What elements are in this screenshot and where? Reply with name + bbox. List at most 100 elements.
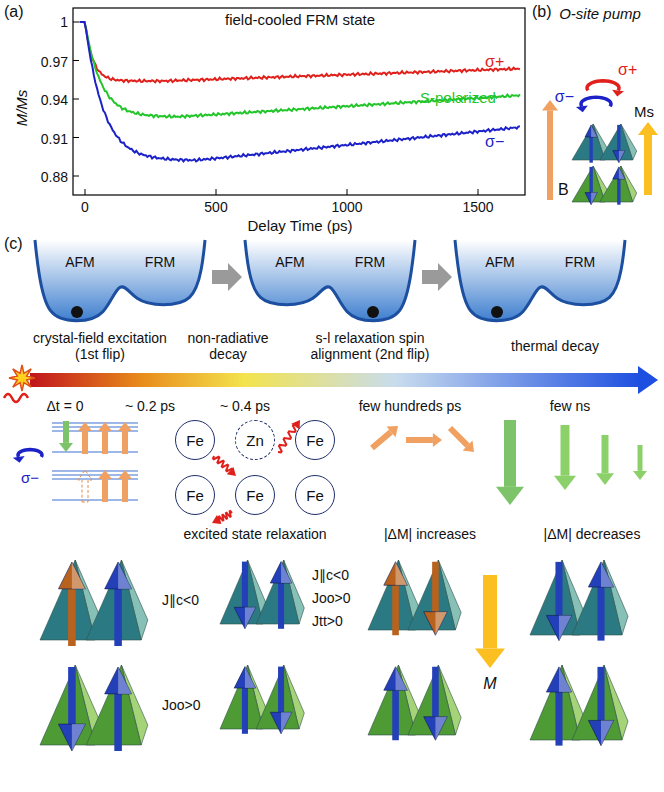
spin-head bbox=[613, 167, 625, 179]
spin-head-shade bbox=[72, 724, 85, 751]
arrow-head bbox=[496, 487, 524, 505]
arrow-shaft bbox=[547, 110, 553, 200]
spin-head bbox=[270, 712, 292, 734]
arrow-shaft bbox=[602, 435, 609, 473]
pump-flash bbox=[9, 365, 35, 391]
spin-head bbox=[588, 720, 613, 745]
figure-label: 1500 bbox=[462, 199, 493, 215]
figure-label: σ− bbox=[555, 88, 574, 106]
tetra-face bbox=[256, 560, 299, 624]
tetra-face bbox=[220, 665, 263, 729]
y-tick bbox=[73, 60, 79, 61]
x-tick bbox=[478, 189, 479, 195]
arrow-shaft bbox=[483, 575, 497, 649]
spin-head-shade bbox=[118, 667, 131, 694]
figure-label: σ+ bbox=[485, 53, 504, 71]
spin-arrow bbox=[555, 692, 562, 746]
figure-label: 0.91 bbox=[41, 131, 68, 147]
ion-label: Fe bbox=[306, 487, 324, 504]
spin-head bbox=[234, 667, 256, 689]
figure-label: non-radiative decay bbox=[181, 330, 276, 362]
ion-label: Fe bbox=[186, 487, 204, 504]
figure-label: Ms bbox=[634, 103, 654, 120]
figure-label: ~ 0.4 ps bbox=[220, 398, 270, 414]
y-tick bbox=[73, 176, 79, 177]
figure-label: (a) bbox=[4, 3, 24, 21]
polarization-head bbox=[612, 90, 624, 97]
x-tick bbox=[347, 189, 348, 195]
ion-site: Fe bbox=[295, 420, 335, 460]
arrow-shaft bbox=[644, 135, 652, 195]
figure-label: few hundreds ps bbox=[359, 398, 462, 414]
tetra-face bbox=[40, 560, 95, 640]
state-ball bbox=[491, 306, 503, 318]
arrow-shaft bbox=[63, 421, 69, 443]
figure-label: 0 bbox=[81, 199, 89, 215]
arrow-head bbox=[118, 470, 132, 479]
spin-arrow bbox=[278, 583, 284, 629]
figure-label: B bbox=[558, 181, 569, 199]
tetra-face bbox=[530, 665, 580, 740]
figure-label: Jtt>0 bbox=[312, 613, 343, 629]
spin-head-shade bbox=[591, 193, 597, 205]
figure-label: O-site pump bbox=[559, 5, 641, 22]
figure-label: AFM bbox=[275, 254, 305, 270]
potential-well bbox=[35, 240, 205, 321]
spin-head-shade bbox=[118, 562, 131, 589]
figure-label: s-l relaxation spin alignment (2nd flip) bbox=[285, 330, 455, 362]
ion-label: Fe bbox=[306, 432, 324, 449]
figure-label: field-cooled FRM state bbox=[225, 11, 375, 28]
ion-label: Fe bbox=[246, 487, 264, 504]
state-ball bbox=[367, 306, 379, 318]
spin-head bbox=[58, 724, 85, 751]
arrow-shaft bbox=[561, 425, 570, 476]
spin-head bbox=[546, 667, 571, 692]
spin-head-shade bbox=[72, 562, 85, 589]
spin-arrow bbox=[617, 179, 620, 205]
spin-arrow bbox=[432, 562, 439, 612]
figure-label: 0.97 bbox=[41, 54, 68, 70]
spin-arrow bbox=[242, 688, 248, 734]
ion-label: Fe bbox=[186, 432, 204, 449]
plot-frame bbox=[73, 8, 525, 195]
wiggle-head bbox=[212, 515, 221, 524]
spin-head-shade bbox=[435, 717, 447, 741]
potential-well bbox=[245, 240, 415, 321]
tetra-face bbox=[86, 560, 141, 640]
figure-label: AFM bbox=[485, 254, 515, 270]
spin-head bbox=[424, 717, 448, 741]
timeline-bar bbox=[30, 373, 640, 387]
spin-head-shade bbox=[281, 562, 292, 584]
tetra-face bbox=[572, 124, 605, 160]
spin-head bbox=[234, 607, 256, 629]
spin-arrow bbox=[114, 694, 122, 751]
figure-label: S-polarized bbox=[420, 89, 496, 106]
spin-head-shade bbox=[245, 607, 256, 629]
figure-label: excited state relaxation bbox=[183, 526, 326, 542]
figure-label: |ΔM| increases bbox=[384, 526, 476, 542]
spin-arrow bbox=[597, 667, 604, 721]
polarization-head bbox=[13, 456, 25, 463]
spin-arrow bbox=[242, 562, 248, 608]
spin-arrow bbox=[432, 667, 439, 717]
arrow-head bbox=[78, 422, 92, 431]
chart-a bbox=[73, 8, 525, 195]
figure-label: 0.88 bbox=[41, 169, 68, 185]
spin-head bbox=[384, 562, 408, 586]
moment-arrow bbox=[450, 428, 468, 446]
step-arrow bbox=[422, 263, 452, 291]
figure-label: 0.94 bbox=[41, 92, 68, 108]
moment-arrow bbox=[406, 437, 433, 443]
spin-head-shade bbox=[619, 151, 625, 163]
tetra-face bbox=[572, 560, 622, 635]
ion-site: Fe bbox=[295, 475, 335, 515]
spin-head bbox=[546, 615, 571, 640]
ion-site: Fe bbox=[175, 475, 215, 515]
arrow-head bbox=[596, 473, 614, 485]
spin-arrow bbox=[68, 667, 76, 724]
spin-head bbox=[585, 193, 597, 205]
spin-head-shade bbox=[601, 720, 614, 745]
panel-b-art bbox=[542, 81, 658, 205]
arrow-head bbox=[475, 649, 505, 669]
